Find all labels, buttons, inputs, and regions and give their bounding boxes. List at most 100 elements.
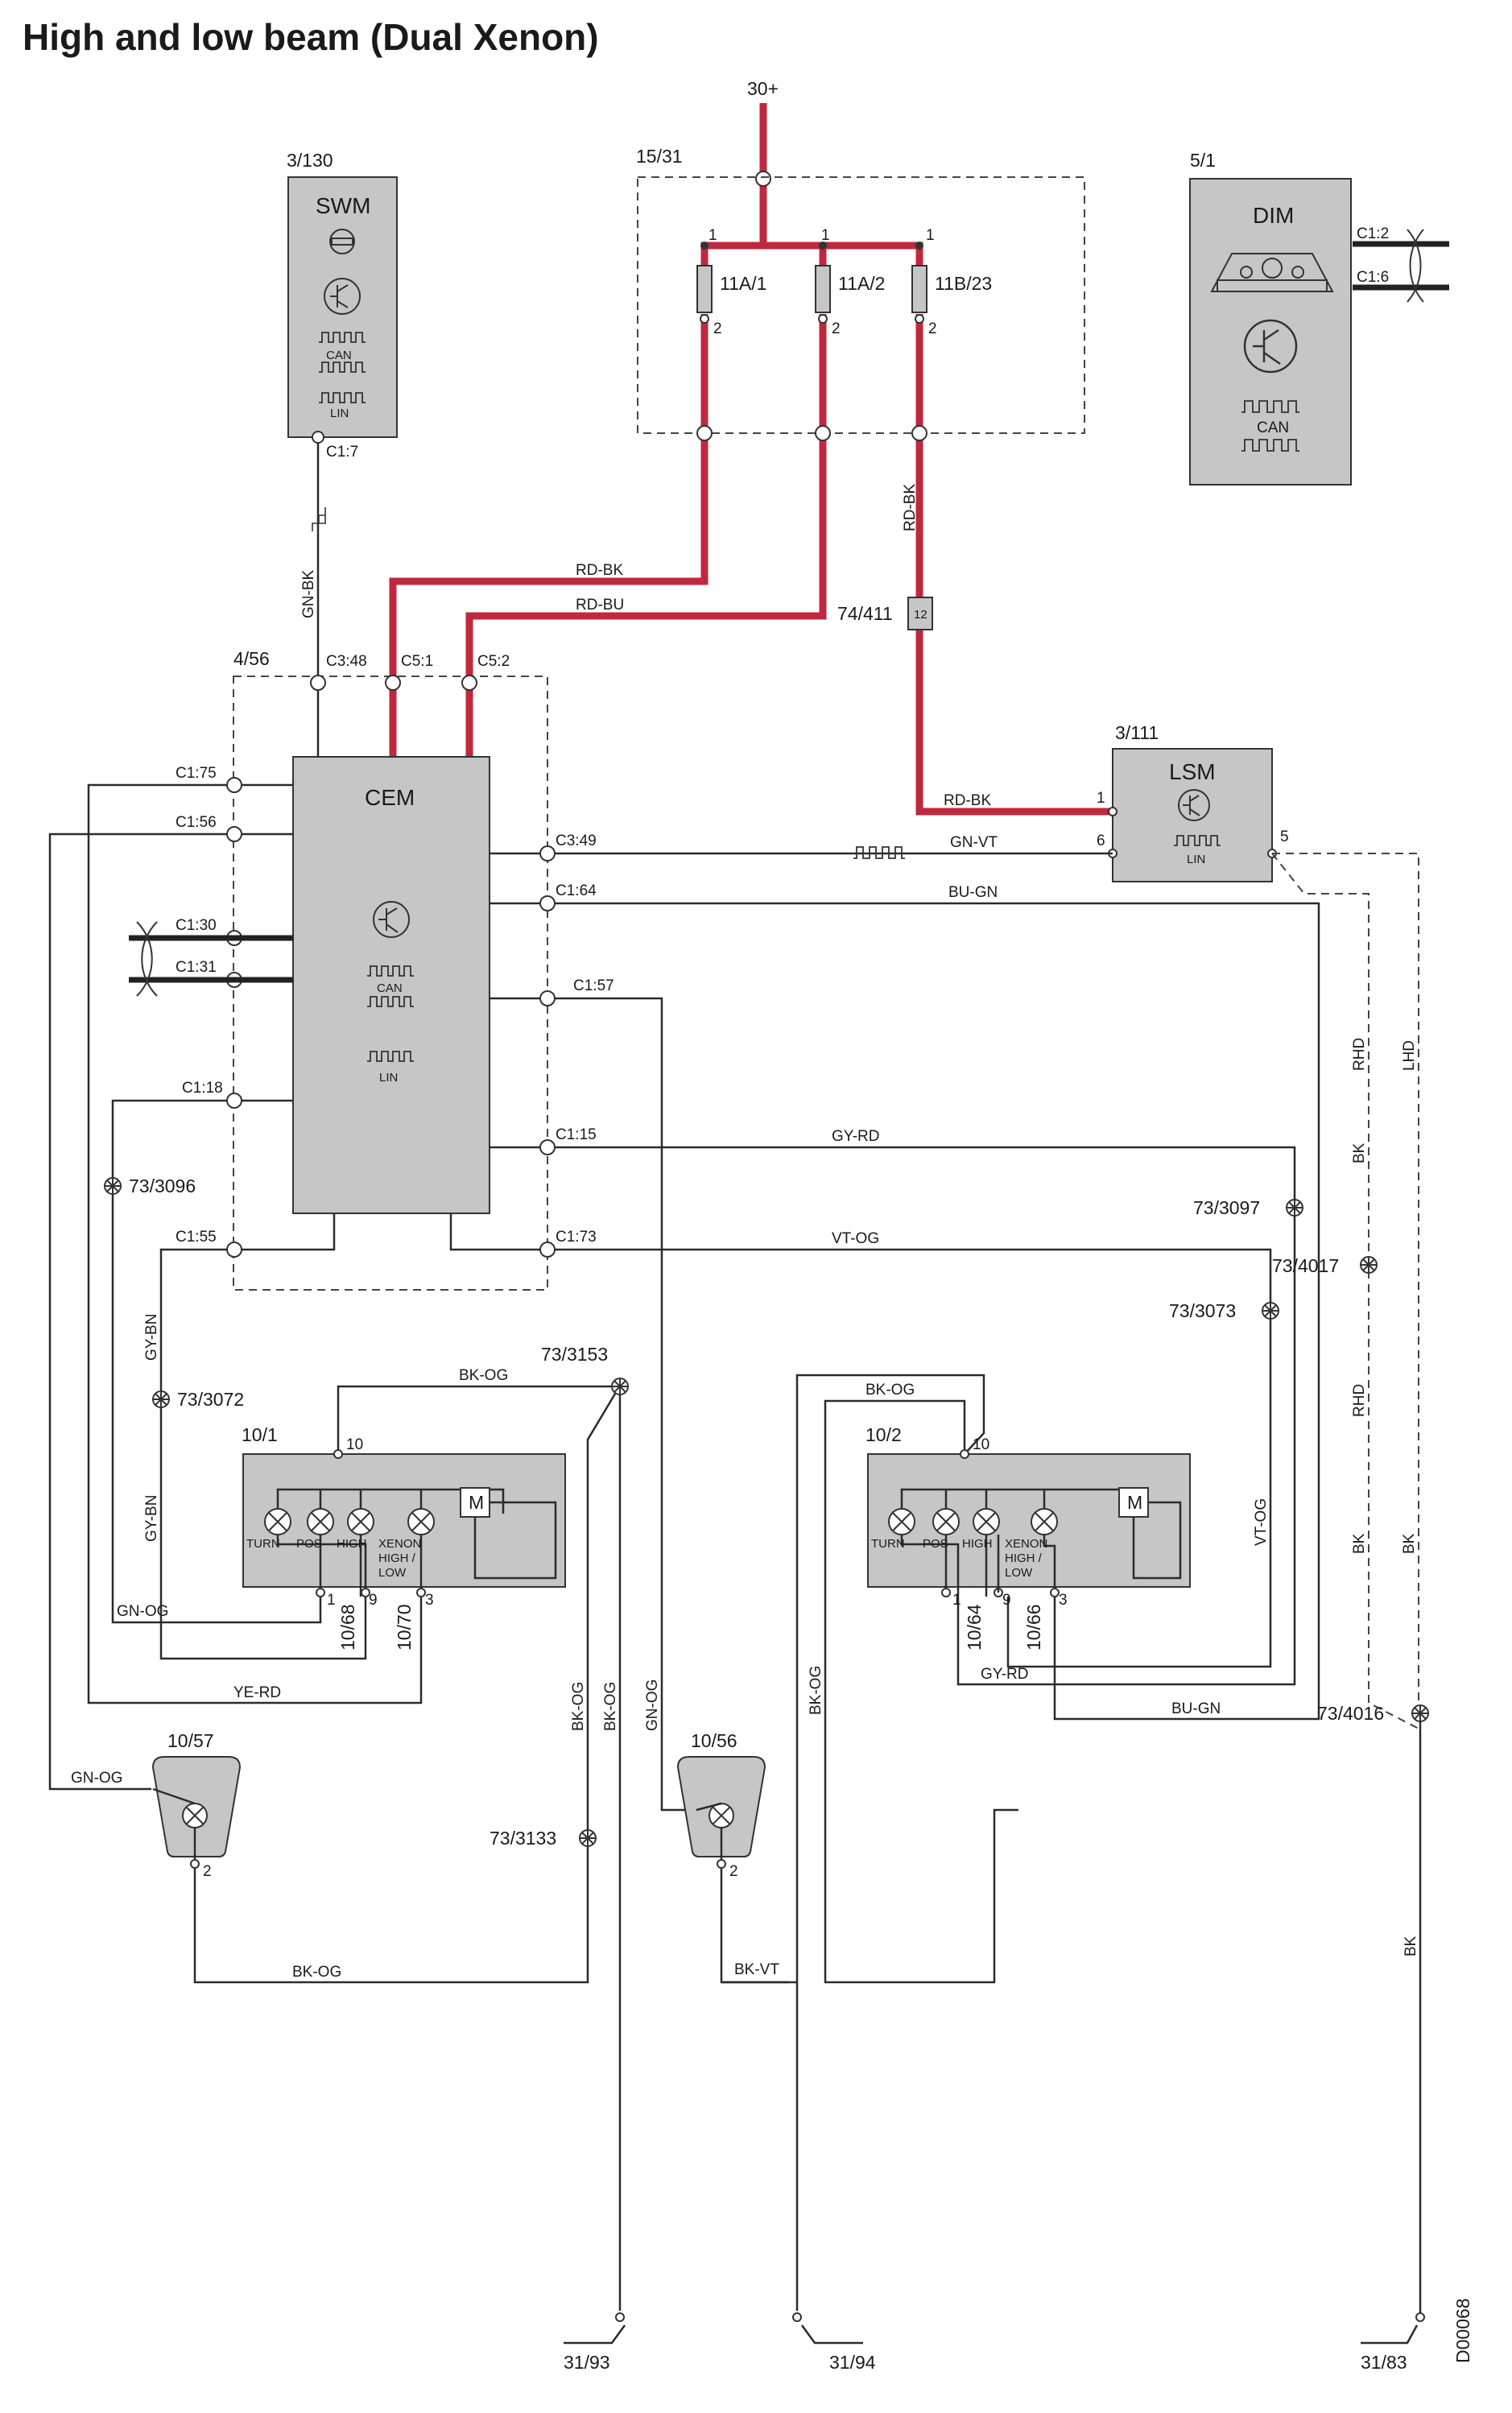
- cem-c118: C1:18: [182, 1080, 223, 1097]
- cem-transistor-icon: [373, 901, 410, 938]
- connector-74-411: [907, 597, 933, 630]
- lsm-pin5: 5: [1280, 828, 1289, 845]
- wire-bkog-1: BK-OG: [459, 1367, 508, 1384]
- headlamp-left-pin10: 10: [346, 1436, 363, 1453]
- lsm-pin6: 6: [1097, 833, 1105, 849]
- fuse-11a2-pin2: 2: [832, 320, 841, 337]
- headlamp-right-motor: M: [1127, 1492, 1142, 1513]
- lamp-turn-left: TURN: [246, 1537, 280, 1551]
- splice-73-4017-label: 73/4017: [1272, 1255, 1339, 1276]
- swm-name: SWM: [316, 193, 370, 218]
- lamp-pos-right: POS: [923, 1537, 948, 1551]
- ground-31-93: [564, 2312, 626, 2345]
- cem-lin-label: LIN: [379, 1071, 398, 1085]
- wire-gnog-right: GN-OG: [644, 1680, 661, 1731]
- fuse-11b23-label: 11B/23: [935, 273, 992, 294]
- splice-73-3133: [579, 1829, 597, 1847]
- dim-module: [1189, 178, 1352, 485]
- splice-73-3072: [152, 1390, 170, 1408]
- wire-gnog-fog: GN-OG: [71, 1770, 122, 1787]
- wire-bk-1: BK: [1351, 1142, 1368, 1163]
- ground-31-94: [792, 2312, 863, 2345]
- cem-c115: C1:15: [556, 1126, 597, 1143]
- wire-bk-3: BK: [1401, 1533, 1418, 1554]
- wire-bkog-4: BK-OG: [292, 1964, 341, 1981]
- cem-c175: C1:75: [176, 765, 217, 782]
- wire-gnog-left: GN-OG: [117, 1603, 168, 1620]
- splice-73-3097: [1286, 1199, 1303, 1217]
- fuse-11a1-pin2: 2: [713, 320, 722, 337]
- cem-c155: C1:55: [176, 1229, 217, 1246]
- wire-rdbk-3: RD-BK: [944, 792, 991, 809]
- instrument-cluster-icon: [1210, 253, 1334, 292]
- document-id: D00068: [1452, 2298, 1473, 2363]
- lsm-lin-label: LIN: [1187, 853, 1205, 866]
- headlamp-left: [242, 1453, 566, 1588]
- ground-31-83: [1361, 2312, 1425, 2345]
- cem-c157: C1:57: [573, 977, 614, 994]
- cem-name: CEM: [365, 785, 415, 810]
- cem-c348: C3:48: [326, 653, 367, 670]
- wire-rhd-1: RHD: [1351, 1038, 1368, 1071]
- cem-c156: C1:56: [176, 814, 217, 831]
- lamp-xenon-left: XENON: [378, 1537, 421, 1551]
- wire-bugn-1: BU-GN: [948, 884, 998, 901]
- wire-gnbk: GN-BK: [300, 570, 317, 619]
- lamp-xenon2-left: HIGH /: [378, 1552, 416, 1565]
- cem-can-label: CAN: [377, 981, 403, 995]
- splice-73-3073-label: 73/3073: [1169, 1300, 1236, 1321]
- dim-name: DIM: [1253, 203, 1294, 228]
- headlamp-left-lamps: M TURN POS HIGH XENON HIGH / LOW: [246, 1487, 557, 1597]
- supply-wire: [700, 103, 923, 433]
- ground-31-94-label: 31/94: [829, 2352, 876, 2373]
- lsm-name: LSM: [1169, 759, 1216, 784]
- splice-73-4016: [1411, 1704, 1429, 1722]
- wire-gyrd-1: GY-RD: [832, 1128, 879, 1145]
- cem-c51: C5:1: [401, 653, 433, 670]
- wire-bkog-5: BK-OG: [865, 1382, 915, 1399]
- headlamp-left-pin3: 3: [425, 1592, 434, 1609]
- lamp-high-right: HIGH: [962, 1537, 993, 1551]
- lamp-xenon3-right: LOW: [1005, 1566, 1033, 1580]
- lamp-turn-right: TURN: [871, 1537, 905, 1551]
- headlamp-left-motor: M: [469, 1492, 484, 1513]
- wire-bk-2: BK: [1351, 1533, 1368, 1554]
- dim-transistor-icon: [1243, 319, 1298, 374]
- fuse-11a2: 11A/2 1 2: [815, 227, 885, 337]
- wire-vtog-1: VT-OG: [832, 1230, 879, 1247]
- can-signal-icon: [319, 332, 366, 373]
- fuse-11a1-pin1: 1: [708, 227, 717, 244]
- swm-can-label: CAN: [326, 349, 352, 362]
- cem-module: [292, 756, 490, 1214]
- headlamp-right-lamps: M TURN POS HIGH XENON HIGH / LOW: [871, 1487, 1182, 1597]
- lamp-xenon2-right: HIGH /: [1005, 1552, 1043, 1565]
- splice-73-3097-label: 73/3097: [1193, 1197, 1260, 1218]
- transistor-icon: [324, 278, 361, 315]
- cem-c164: C1:64: [556, 882, 597, 899]
- wire-gybn-2: GY-BN: [143, 1495, 160, 1542]
- splice-73-4017: [1360, 1256, 1378, 1274]
- wire-rdbk-2: RD-BK: [902, 484, 919, 531]
- wire-gybn-1: GY-BN: [143, 1314, 160, 1361]
- wire-bugn-2: BU-GN: [1171, 1700, 1221, 1717]
- headlamp-right-pin3: 3: [1059, 1592, 1068, 1609]
- wire-rdbu: RD-BU: [576, 597, 624, 614]
- fuse-11a1-label: 11A/1: [720, 273, 766, 294]
- wire-vtog-2: VT-OG: [1253, 1498, 1270, 1546]
- splice-73-3096: [104, 1177, 122, 1195]
- lamp-xenon3-left: LOW: [378, 1566, 407, 1580]
- headlamp-left-ref: 10/1: [242, 1424, 278, 1445]
- wire-bkvt: BK-VT: [734, 1961, 779, 1978]
- lsm-transistor-icon: [1178, 789, 1210, 821]
- dim-ref: 5/1: [1190, 150, 1216, 171]
- splice-73-3072-label: 73/3072: [177, 1389, 244, 1410]
- supply-label: 30+: [747, 78, 779, 99]
- wire-bk-4: BK: [1403, 1936, 1419, 1956]
- fuse-11a2-label: 11A/2: [838, 273, 885, 294]
- wire-rhd-2: RHD: [1351, 1384, 1368, 1417]
- wire-yerd: YE-RD: [233, 1684, 281, 1701]
- cem-c52: C5:2: [477, 653, 510, 670]
- cem-ref: 4/56: [233, 648, 270, 669]
